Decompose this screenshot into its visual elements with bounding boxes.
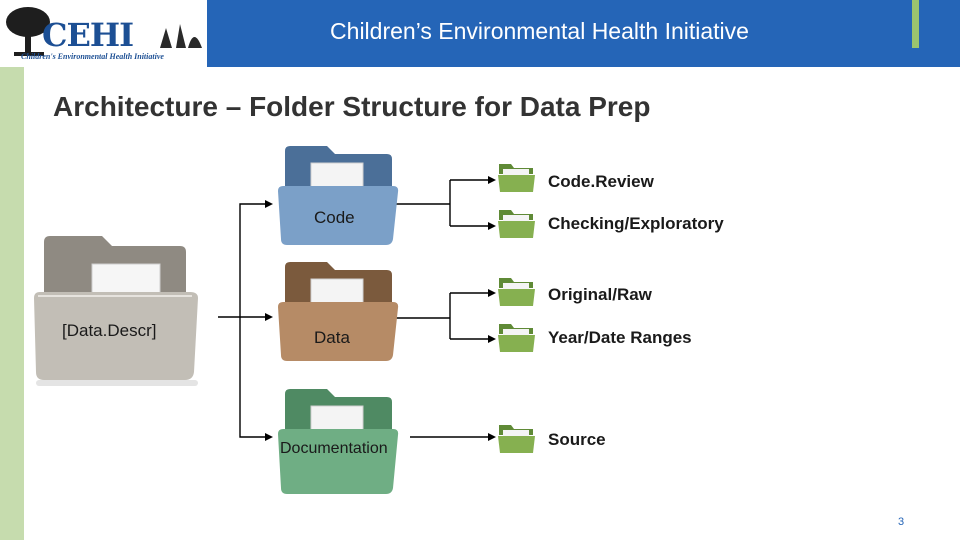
- documentation-folder-label: Documentation: [280, 440, 388, 457]
- checking-exploratory-folder-icon: [498, 210, 535, 238]
- code-review-label: Code.Review: [548, 172, 654, 191]
- left-border-strip: [0, 67, 24, 540]
- tree-logo-icon: [6, 7, 50, 56]
- root-folder-label: [Data.Descr]: [62, 321, 157, 340]
- header-band: [207, 0, 960, 67]
- data-folder-icon: [278, 262, 399, 361]
- checking-exploratory-label: Checking/Exploratory: [548, 214, 724, 233]
- animals-logo-icon: [160, 24, 202, 48]
- logo-area: CEHI Children's Environmental Health Ini…: [0, 0, 207, 67]
- logo-text: CEHI: [42, 16, 134, 54]
- header-accent-bar: [912, 0, 919, 48]
- original-raw-folder-icon: [498, 278, 535, 306]
- original-raw-label: Original/Raw: [548, 285, 652, 304]
- code-review-folder-icon: [498, 164, 535, 192]
- header-title: Children’s Environmental Health Initiati…: [330, 18, 749, 44]
- year-date-ranges-folder-icon: [498, 324, 535, 352]
- root-folder-icon: [34, 236, 198, 386]
- code-folder-icon: [278, 146, 399, 245]
- page-number: 3: [898, 516, 905, 528]
- source-folder-icon: [498, 425, 535, 453]
- page-title: Architecture – Folder Structure for Data…: [53, 91, 651, 122]
- data-folder-label: Data: [314, 328, 350, 347]
- year-date-ranges-label: Year/Date Ranges: [548, 328, 692, 347]
- logo-subtitle: Children's Environmental Health Initiati…: [21, 52, 164, 61]
- documentation-folder-icon: [278, 389, 399, 494]
- source-label: Source: [548, 430, 606, 449]
- code-folder-label: Code: [314, 208, 355, 227]
